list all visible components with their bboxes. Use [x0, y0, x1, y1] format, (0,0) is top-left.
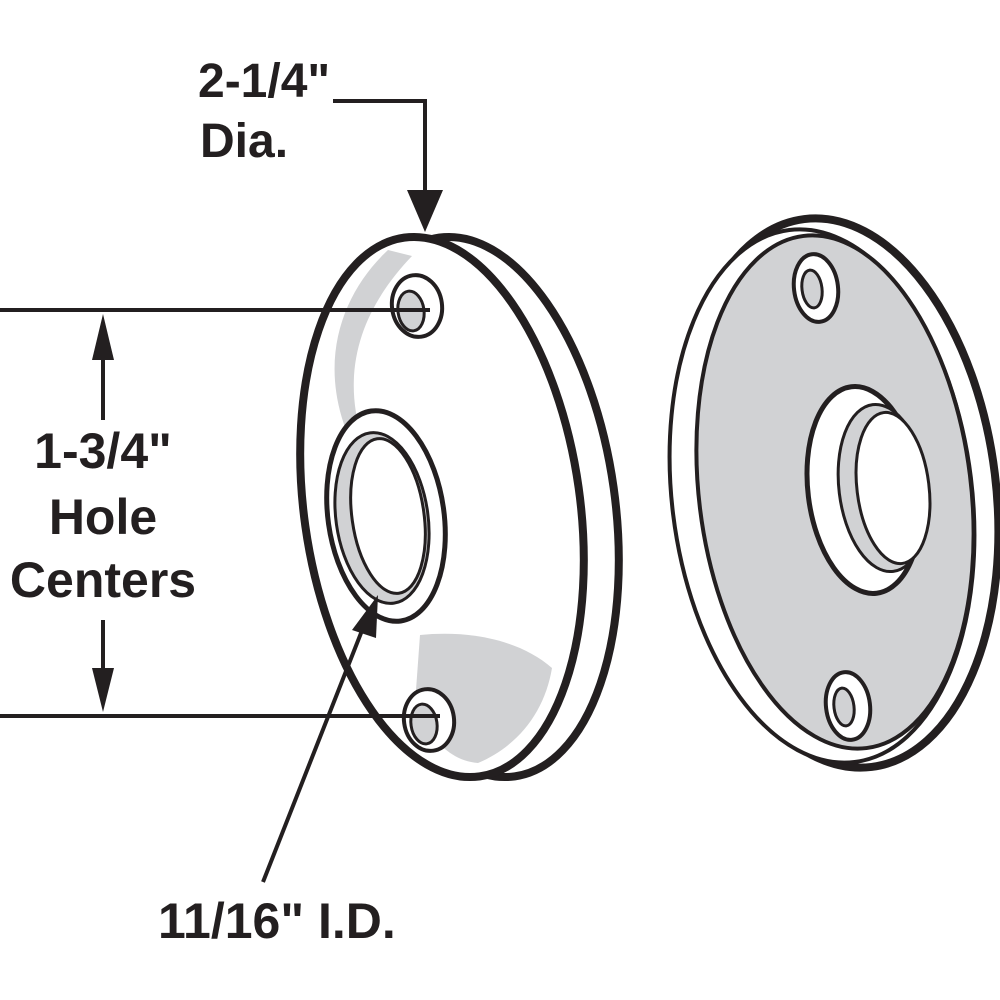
right-center-bore-hole — [854, 410, 932, 566]
inner-diameter-arrowhead — [352, 595, 378, 638]
diameter-unit-label: Dia. — [200, 115, 288, 168]
right-screw-hole-bottom-inner — [832, 686, 856, 728]
hole-centers-value-label: 1-3/4" — [34, 423, 172, 479]
hole-centers-arrowhead-up — [92, 314, 114, 360]
diameter-value-label: 2-1/4" — [198, 55, 330, 108]
diameter-arrowhead — [407, 190, 443, 232]
dimension-lines — [0, 99, 440, 883]
inner-diameter-label: 11/16" I.D. — [158, 893, 396, 949]
hole-centers-line1-label: Hole — [49, 489, 157, 545]
left-center-bore-hole — [349, 437, 427, 595]
diameter-leader-line — [333, 99, 427, 198]
dimension-arrowheads — [92, 190, 443, 712]
hole-centers-line2-label: Centers — [10, 552, 196, 608]
inner-diameter-leader-line — [261, 627, 365, 883]
right-rosette — [667, 214, 1000, 772]
right-screw-hole-top-inner — [800, 268, 824, 310]
left-rosette-shade-top — [334, 250, 412, 438]
hole-centers-arrowhead-down — [92, 668, 114, 712]
left-rosette — [296, 232, 623, 782]
